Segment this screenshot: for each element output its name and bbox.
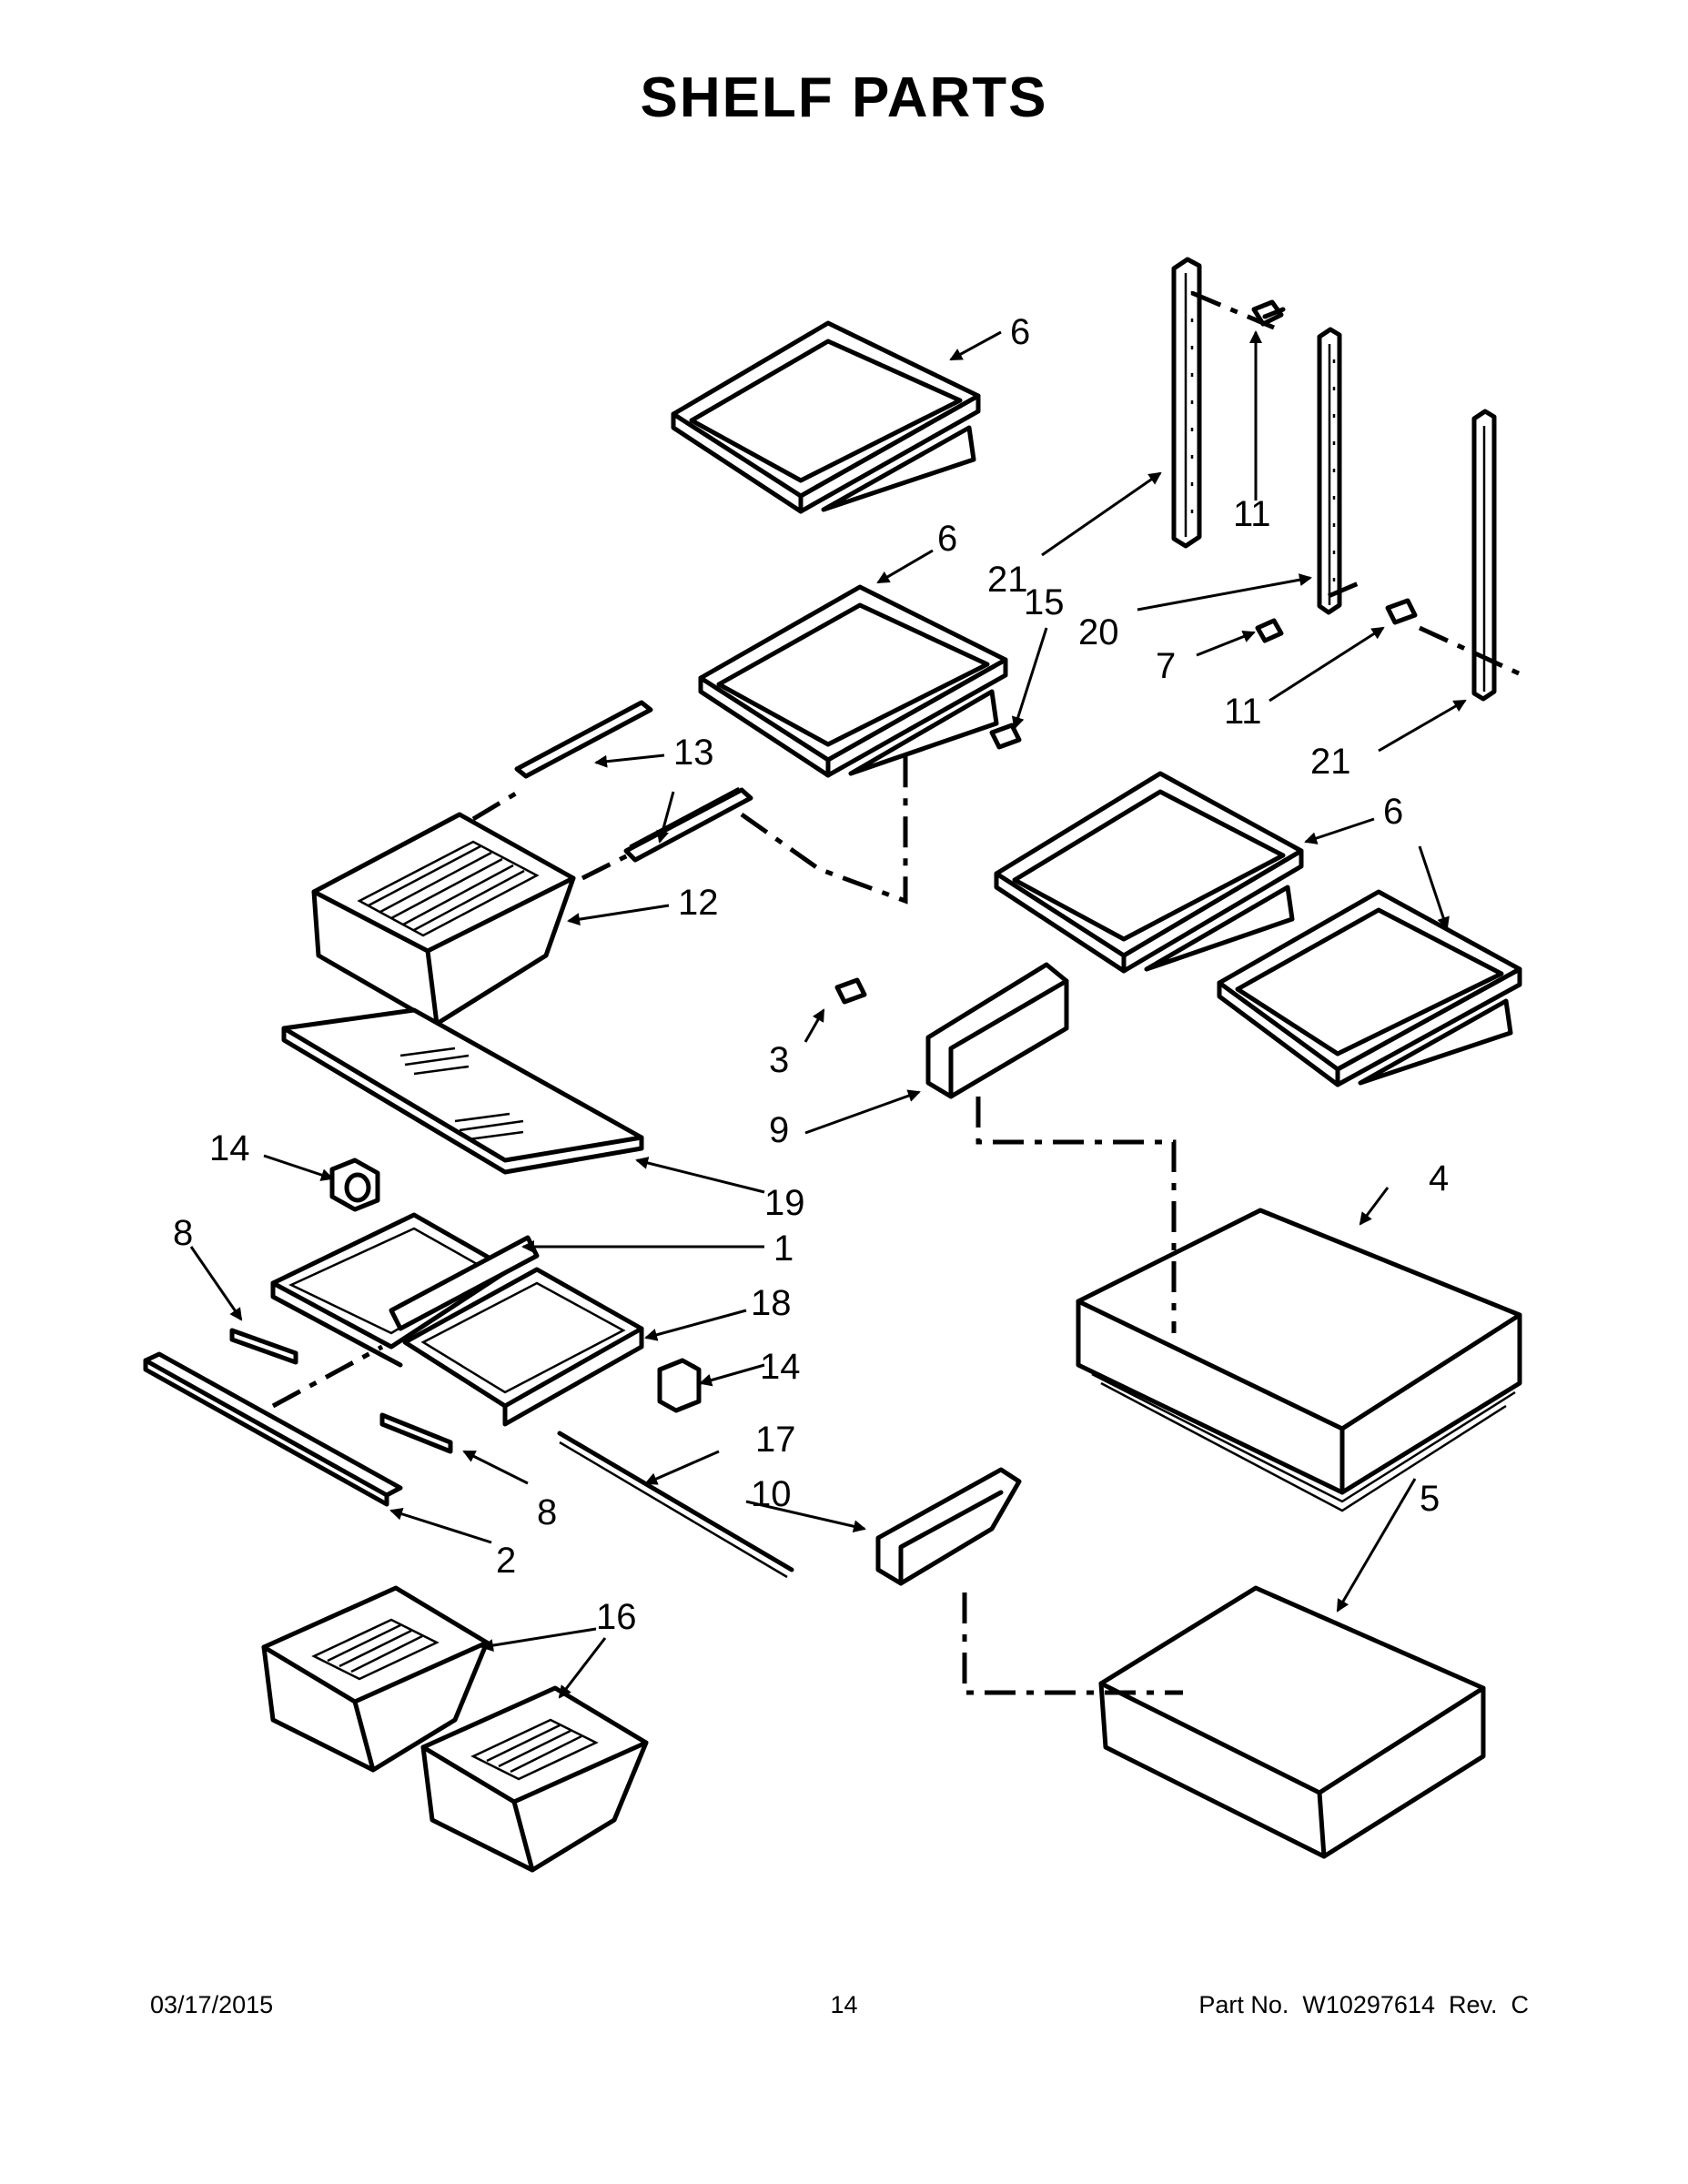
pantry-rod-edge [559, 1441, 788, 1579]
screw-7 [1255, 618, 1284, 643]
drawer-mount-line-upper [471, 789, 521, 822]
pantry-frame [270, 1212, 644, 1427]
shelf-right-upper [994, 771, 1304, 974]
callout-21: 21 [1310, 742, 1351, 782]
wire-basket-lower [1098, 1585, 1486, 1859]
screw-3 [834, 977, 867, 1005]
rail-mount-line-2 [1328, 578, 1366, 599]
shelf-trim [143, 1351, 403, 1507]
callout-17: 17 [755, 1420, 796, 1460]
callout-4: 4 [1429, 1158, 1449, 1198]
shelf-top [671, 320, 981, 514]
footer-page-number: 14 [830, 1991, 858, 2018]
pantry-rod [557, 1431, 794, 1572]
callout-11: 11 [1224, 692, 1262, 732]
callout-12: 12 [678, 883, 719, 923]
shelf-rail-center [1317, 327, 1342, 615]
callout-15: 15 [1024, 582, 1065, 622]
bracket-14-right [657, 1358, 702, 1413]
callout-20: 20 [1078, 612, 1119, 652]
screw-11-right [1385, 598, 1418, 625]
screw-11-top [1251, 299, 1286, 327]
callout-18: 18 [751, 1283, 792, 1323]
callout-7: 7 [1156, 646, 1176, 686]
divider-10-line [962, 1592, 1183, 1695]
callout-8: 8 [173, 1213, 193, 1253]
callout-19: 19 [764, 1183, 805, 1223]
callout-16: 16 [596, 1597, 637, 1637]
glass-shelf [281, 1007, 644, 1175]
bracket-14-left [329, 1158, 380, 1212]
shelf-middle [698, 584, 1008, 778]
screw-15 [989, 723, 1022, 750]
drawer-slide-upper [514, 700, 653, 779]
callout-9: 9 [769, 1110, 789, 1150]
clip-8-left [229, 1328, 298, 1365]
callout-6: 6 [937, 519, 957, 559]
callout-10: 10 [751, 1474, 792, 1514]
callout-3: 3 [769, 1040, 789, 1080]
callout-2: 2 [496, 1541, 516, 1581]
callout-6: 6 [1010, 312, 1030, 352]
callout-21: 21 [987, 560, 1028, 600]
leader-lines [189, 330, 1467, 1699]
rail-mount-line-3 [1418, 625, 1531, 681]
shelf-right-lower [1217, 889, 1522, 1087]
callout-6: 6 [1383, 792, 1403, 832]
slide-mount-line [740, 746, 908, 905]
callout-14: 14 [209, 1128, 250, 1168]
footer-date: 03/17/2015 [150, 1991, 274, 2018]
drawer-slide-lower [623, 786, 753, 863]
trim-mount-line [271, 1344, 384, 1409]
crisper-bin-right [420, 1685, 649, 1873]
page-title: SHELF PARTS [640, 66, 1048, 129]
divider-9-line [975, 1097, 1177, 1333]
callout-labels: 6 6 6 11 21 15 20 7 11 21 13 12 3 9 4 14… [173, 312, 1449, 1637]
meat-drawer [311, 812, 576, 1026]
shelf-rail-left [1171, 257, 1202, 549]
clip-8-right [379, 1412, 453, 1454]
footer-part-number: Part No. W10297614 Rev. C [1198, 1991, 1529, 2018]
shelf-rail-right [1471, 409, 1497, 702]
callout-5: 5 [1420, 1479, 1440, 1519]
callout-13: 13 [673, 733, 714, 773]
drawer-mount-line-lower [581, 853, 630, 881]
callout-11: 11 [1233, 494, 1271, 534]
callout-1: 1 [773, 1228, 793, 1269]
basket-divider-10 [875, 1467, 1022, 1586]
callout-14: 14 [760, 1347, 801, 1387]
wire-basket-upper [1076, 1208, 1522, 1512]
callout-8: 8 [537, 1492, 557, 1532]
basket-divider-9 [925, 962, 1069, 1099]
